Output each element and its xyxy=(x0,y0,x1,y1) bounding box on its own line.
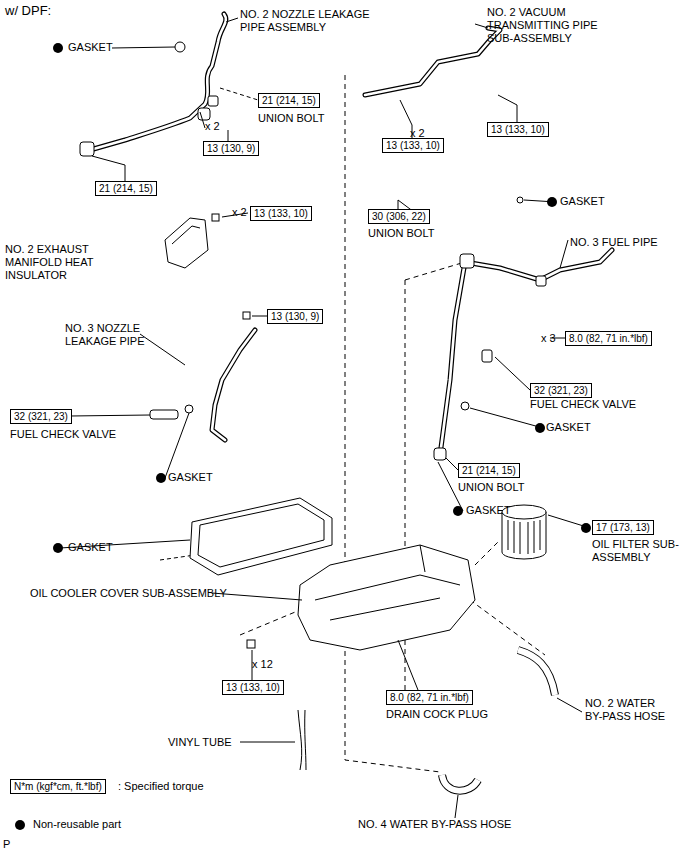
torque-value: N*m (kgf*cm, ft.*lbf) xyxy=(14,781,102,792)
torque-spec-box: 13 (133, 10) xyxy=(487,122,549,137)
part-label: UNION BOLT xyxy=(458,481,524,494)
part-label: NO. 2 VACUUM TRANSMITTING PIPE SUB-ASSEM… xyxy=(487,6,607,45)
part-label: NO. 3 NOZZLE LEAKAGE PIPE xyxy=(65,322,155,348)
part-label: UNION BOLT xyxy=(258,112,324,125)
torque-value: 8.0 (82, 71 in.*lbf) xyxy=(390,692,469,703)
part-label: NO. 2 EXHAUST MANIFOLD HEAT INSULATOR xyxy=(5,243,105,282)
torque-value: 17 (173, 13) xyxy=(596,522,650,533)
torque-spec-box: 13 (130, 9) xyxy=(267,309,323,324)
part-label: GASKET xyxy=(466,504,511,517)
legend-text: : Specified torque xyxy=(118,780,204,793)
torque-spec-box: 13 (133, 10) xyxy=(222,680,284,695)
torque-value: 13 (133, 10) xyxy=(254,208,308,219)
part-label: DRAIN COCK PLUG xyxy=(386,708,488,721)
torque-value: 13 (133, 10) xyxy=(491,124,545,135)
part-label: FUEL CHECK VALVE xyxy=(10,428,116,441)
part-label: GASKET xyxy=(546,421,591,434)
part-label: x 2 xyxy=(232,206,247,219)
torque-spec-box: 13 (133, 10) xyxy=(382,138,444,153)
part-label: x 3 xyxy=(541,332,556,345)
part-label: x 12 xyxy=(252,658,273,671)
part-label: P xyxy=(3,838,10,851)
torque-value: 13 (133, 10) xyxy=(386,140,440,151)
diagram-title: w/ DPF: xyxy=(5,3,51,18)
part-label: UNION BOLT xyxy=(368,227,434,240)
part-label: NO. 2 NOZZLE LEAKAGE PIPE ASSEMBLY xyxy=(240,8,380,34)
part-label: OIL COOLER COVER SUB-ASSEMBLY xyxy=(30,587,227,600)
legend-text: Non-reusable part xyxy=(33,818,121,831)
part-label: NO. 3 FUEL PIPE xyxy=(570,236,658,249)
torque-spec-box: 8.0 (82, 71 in.*lbf) xyxy=(386,690,473,705)
part-label: NO. 2 WATER BY-PASS HOSE xyxy=(585,697,675,723)
torque-value: 8.0 (82, 71 in.*lbf) xyxy=(569,333,648,344)
torque-value: 30 (306, 22) xyxy=(372,211,426,222)
torque-spec-box: 21 (214, 15) xyxy=(458,463,520,478)
torque-spec-box: 17 (173, 13) xyxy=(592,520,654,535)
torque-spec-box: 32 (321, 23) xyxy=(530,383,592,398)
part-label: NO. 4 WATER BY-PASS HOSE xyxy=(358,818,511,831)
torque-value: 21 (214, 15) xyxy=(462,465,516,476)
part-label: VINYL TUBE xyxy=(168,736,232,749)
torque-spec-box: 8.0 (82, 71 in.*lbf) xyxy=(565,331,652,346)
part-label: GASKET xyxy=(68,541,113,554)
torque-value: 32 (321, 23) xyxy=(534,385,588,396)
torque-spec-box: 21 (214, 15) xyxy=(95,181,157,196)
part-label: GASKET xyxy=(68,41,113,54)
torque-value: 13 (130, 9) xyxy=(207,143,255,154)
torque-value: 13 (130, 9) xyxy=(271,311,319,322)
part-label: FUEL CHECK VALVE xyxy=(530,398,636,411)
torque-value: 13 (133, 10) xyxy=(226,682,280,693)
torque-spec-box: 13 (130, 9) xyxy=(203,141,259,156)
torque-spec-box: 30 (306, 22) xyxy=(368,209,430,224)
part-label: GASKET xyxy=(560,195,605,208)
torque-spec-box: 21 (214, 15) xyxy=(258,93,320,108)
part-label: x 2 xyxy=(205,120,220,133)
part-label: OIL FILTER SUB-ASSEMBLY xyxy=(592,538,682,564)
torque-value: 21 (214, 15) xyxy=(262,95,316,106)
part-label: GASKET xyxy=(168,471,213,484)
torque-value: 32 (321, 23) xyxy=(14,411,68,422)
torque-value: 21 (214, 15) xyxy=(99,183,153,194)
part-label: x 2 xyxy=(410,127,425,140)
torque-spec-box: 32 (321, 23) xyxy=(10,409,72,424)
torque-spec-box: 13 (133, 10) xyxy=(250,206,312,221)
torque-spec-box: N*m (kgf*cm, ft.*lbf) xyxy=(10,779,106,794)
